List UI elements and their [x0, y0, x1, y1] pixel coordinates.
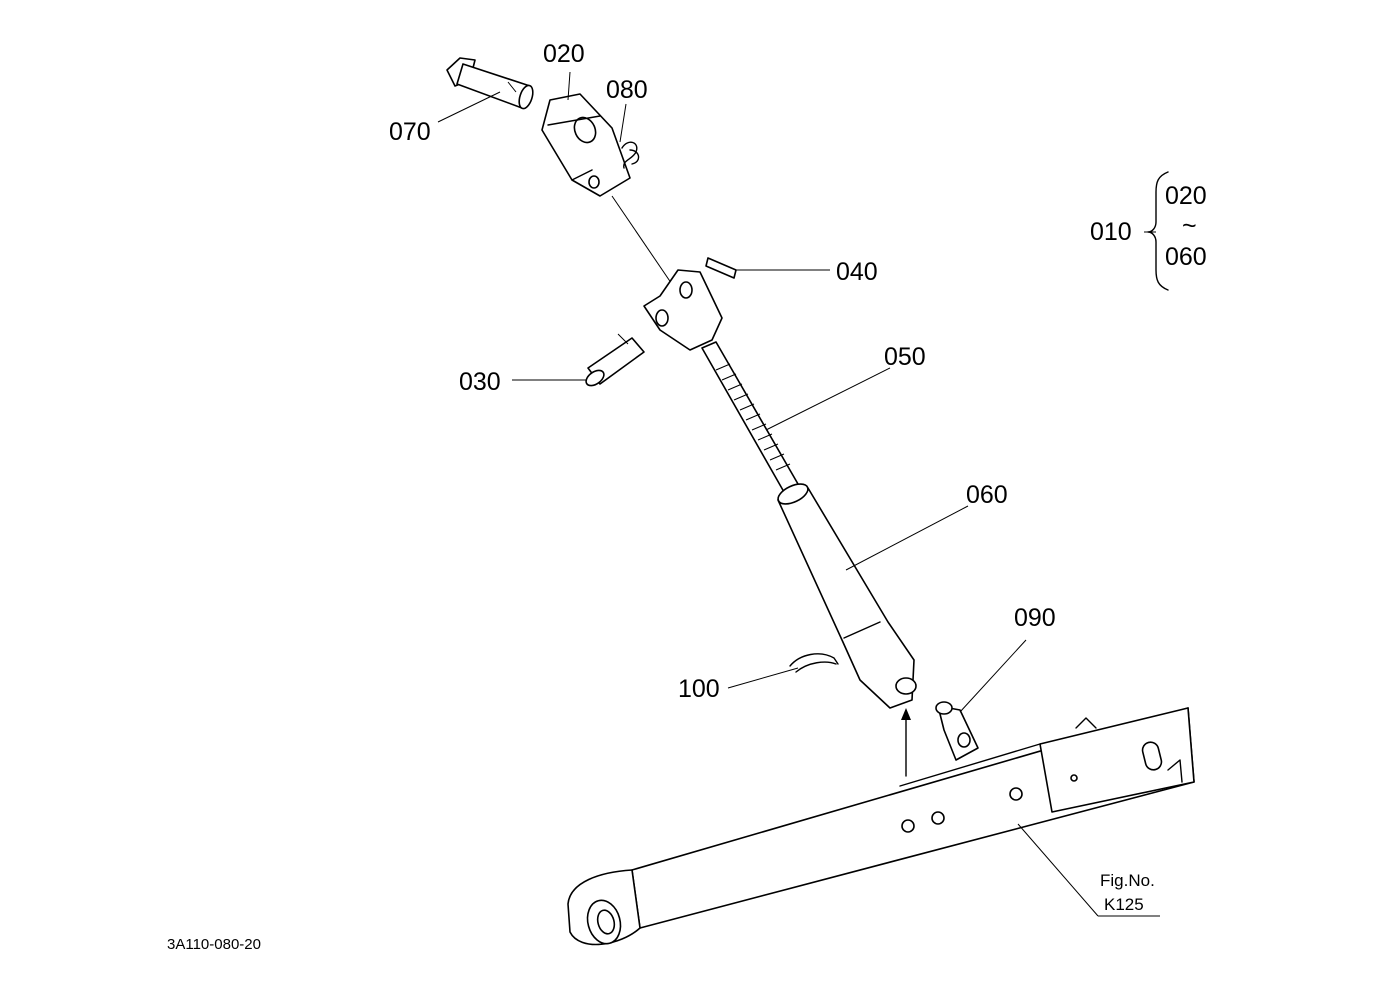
callout-080: 080 — [606, 76, 648, 104]
callout-090: 090 — [1014, 604, 1056, 632]
assembly-axis — [611, 195, 681, 297]
callout-100: 100 — [678, 675, 720, 703]
part-050-fork — [643, 269, 723, 351]
callout-060: 060 — [966, 481, 1008, 509]
assembly-range-sep: ~ — [1182, 212, 1197, 240]
part-030-pin — [585, 333, 645, 387]
figure-ref-label: Fig.No. — [1100, 871, 1155, 890]
assembly-bracket — [1147, 171, 1169, 291]
leader-lines — [437, 71, 1160, 917]
part-080-clip — [621, 141, 640, 169]
figure-ref-number: K125 — [1104, 895, 1144, 914]
part-100-clip — [789, 653, 839, 673]
part-040-pin — [705, 257, 737, 279]
part-020-yoke — [541, 93, 631, 197]
part-060-tube — [777, 483, 917, 709]
callout-020: 020 — [543, 40, 585, 68]
part-070-pin — [446, 57, 534, 110]
attach-arrow — [901, 708, 911, 777]
lower-link-arm — [567, 707, 1195, 946]
part-050-rod — [701, 341, 799, 493]
callout-070: 070 — [389, 118, 431, 146]
assembly-range-start: 020 — [1165, 182, 1207, 210]
assembly-parent: 010 — [1090, 218, 1132, 246]
assembly-range-end: 060 — [1165, 243, 1207, 271]
part-090-pin — [935, 701, 979, 761]
callout-040: 040 — [836, 258, 878, 286]
drawing-code: 3A110-080-20 — [167, 936, 261, 953]
callout-030: 030 — [459, 368, 501, 396]
callout-050: 050 — [884, 343, 926, 371]
